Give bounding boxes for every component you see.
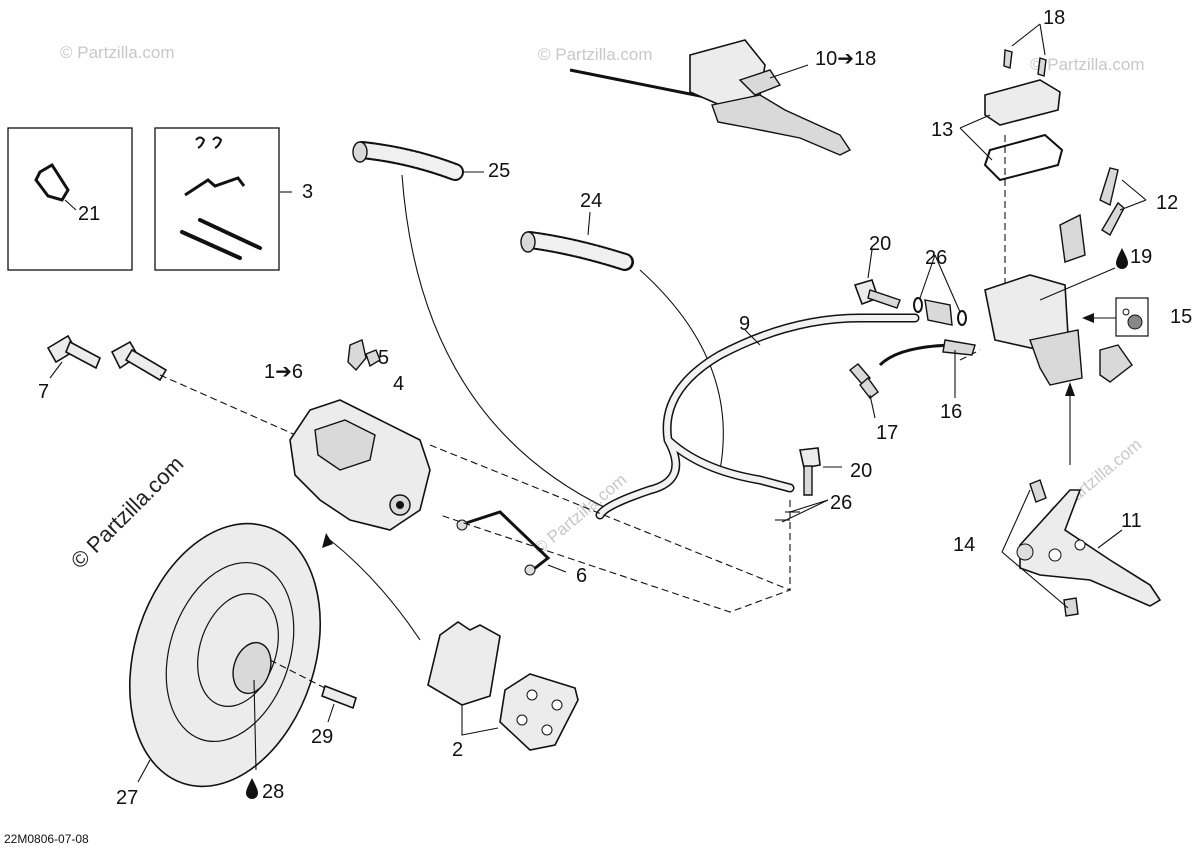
drop-icon [1116, 248, 1128, 269]
callout-19: 19 [1116, 246, 1152, 269]
callout-29: 29 [311, 726, 333, 748]
callout-20-lower: 20 [850, 460, 872, 482]
callout-4: 4 [393, 373, 404, 395]
svg-text:19: 19 [1130, 246, 1152, 268]
watermarks: © Partzilla.com © Partzilla.com © Partzi… [60, 43, 1145, 574]
svg-text:28: 28 [262, 781, 284, 803]
master-cylinder-top [569, 39, 852, 156]
brake-caliper [289, 339, 431, 531]
callout-26-upper: 26 [925, 247, 947, 269]
callout-28: 28 [246, 778, 284, 803]
drop-icon [246, 778, 258, 799]
callout-2: 2 [452, 739, 463, 761]
kit-box-3 [154, 127, 292, 271]
callout-26-lower: 26 [830, 492, 852, 514]
watermark-center: © Partzilla.com [530, 470, 630, 558]
master-cylinder-exploded [959, 23, 1149, 386]
watermark-top-center: © Partzilla.com [538, 45, 653, 64]
callout-16: 16 [940, 401, 962, 423]
callout-21: 21 [78, 203, 100, 225]
watermark-top-right: © Partzilla.com [1030, 55, 1145, 74]
bridge-pipe [456, 510, 567, 576]
protective-sleeves [352, 141, 724, 511]
callout-7: 7 [38, 381, 49, 403]
callout-27: 27 [116, 787, 138, 809]
callout-13: 13 [931, 119, 953, 141]
callout-5: 5 [378, 347, 389, 369]
watermark-top-left: © Partzilla.com [60, 43, 175, 62]
brake-switch [848, 339, 976, 419]
callout-25: 25 [488, 160, 510, 182]
assembly-lines [429, 135, 1075, 613]
watermark-left: © Partzilla.com [66, 451, 189, 574]
callout-20-upper: 20 [869, 233, 891, 255]
brake-pads [322, 533, 579, 751]
disc-pin [269, 659, 357, 723]
callout-11: 11 [1121, 510, 1142, 532]
callout-18: 18 [1043, 7, 1065, 29]
callout-14: 14 [953, 534, 975, 556]
callout-17: 17 [876, 422, 898, 444]
banjo-fittings [775, 249, 967, 523]
callout-12: 12 [1156, 192, 1178, 214]
callout-10-18: 10➔18 [815, 48, 876, 70]
callout-24: 24 [580, 190, 602, 212]
callouts: 1➔6 2 3 4 5 6 7 9 10➔18 11 12 13 14 15 1… [38, 7, 1192, 809]
brake-disc [128, 522, 322, 788]
brake-lever [1001, 479, 1162, 617]
callout-9: 9 [739, 313, 750, 335]
callout-1-6: 1➔6 [264, 361, 303, 383]
callout-3: 3 [302, 181, 313, 203]
callout-15: 15 [1170, 306, 1192, 328]
callout-6: 6 [576, 565, 587, 587]
kit-box-21 [7, 127, 133, 271]
diagram-reference: 22M0806-07-08 [4, 832, 89, 846]
brake-hose [595, 313, 920, 520]
